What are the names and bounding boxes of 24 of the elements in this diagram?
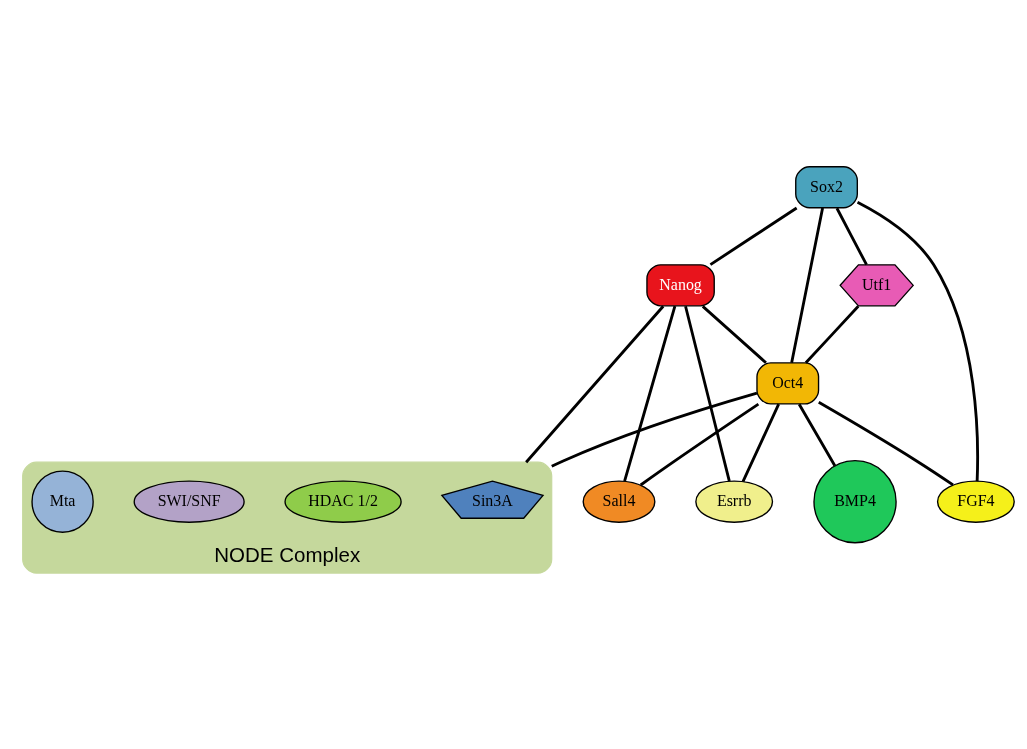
node-circle: BMP4 — [812, 459, 897, 544]
connector — [639, 402, 759, 487]
connector — [622, 305, 676, 482]
node-box: Oct4 — [755, 362, 819, 405]
connector — [709, 206, 797, 266]
connector — [683, 305, 731, 482]
node-ellipse: SWI/SNF — [133, 480, 245, 523]
node-ellipse: FGF4 — [936, 480, 1015, 523]
connector — [741, 403, 780, 483]
node-ellipse: Esrrb — [694, 480, 773, 523]
connector — [701, 305, 767, 364]
connector — [856, 200, 979, 482]
node-ellipse: HDAC 1/2 — [283, 480, 402, 523]
connector — [550, 391, 757, 468]
connector — [835, 207, 868, 266]
node-ellipse: Sall4 — [582, 480, 655, 523]
connector — [797, 403, 836, 467]
node-box: Sox2 — [794, 166, 858, 209]
node-circle: Mta — [30, 470, 94, 533]
connector — [804, 305, 859, 364]
connector — [789, 207, 824, 364]
connector — [524, 305, 664, 464]
node-box: Nanog — [645, 264, 715, 307]
connector — [817, 401, 954, 486]
